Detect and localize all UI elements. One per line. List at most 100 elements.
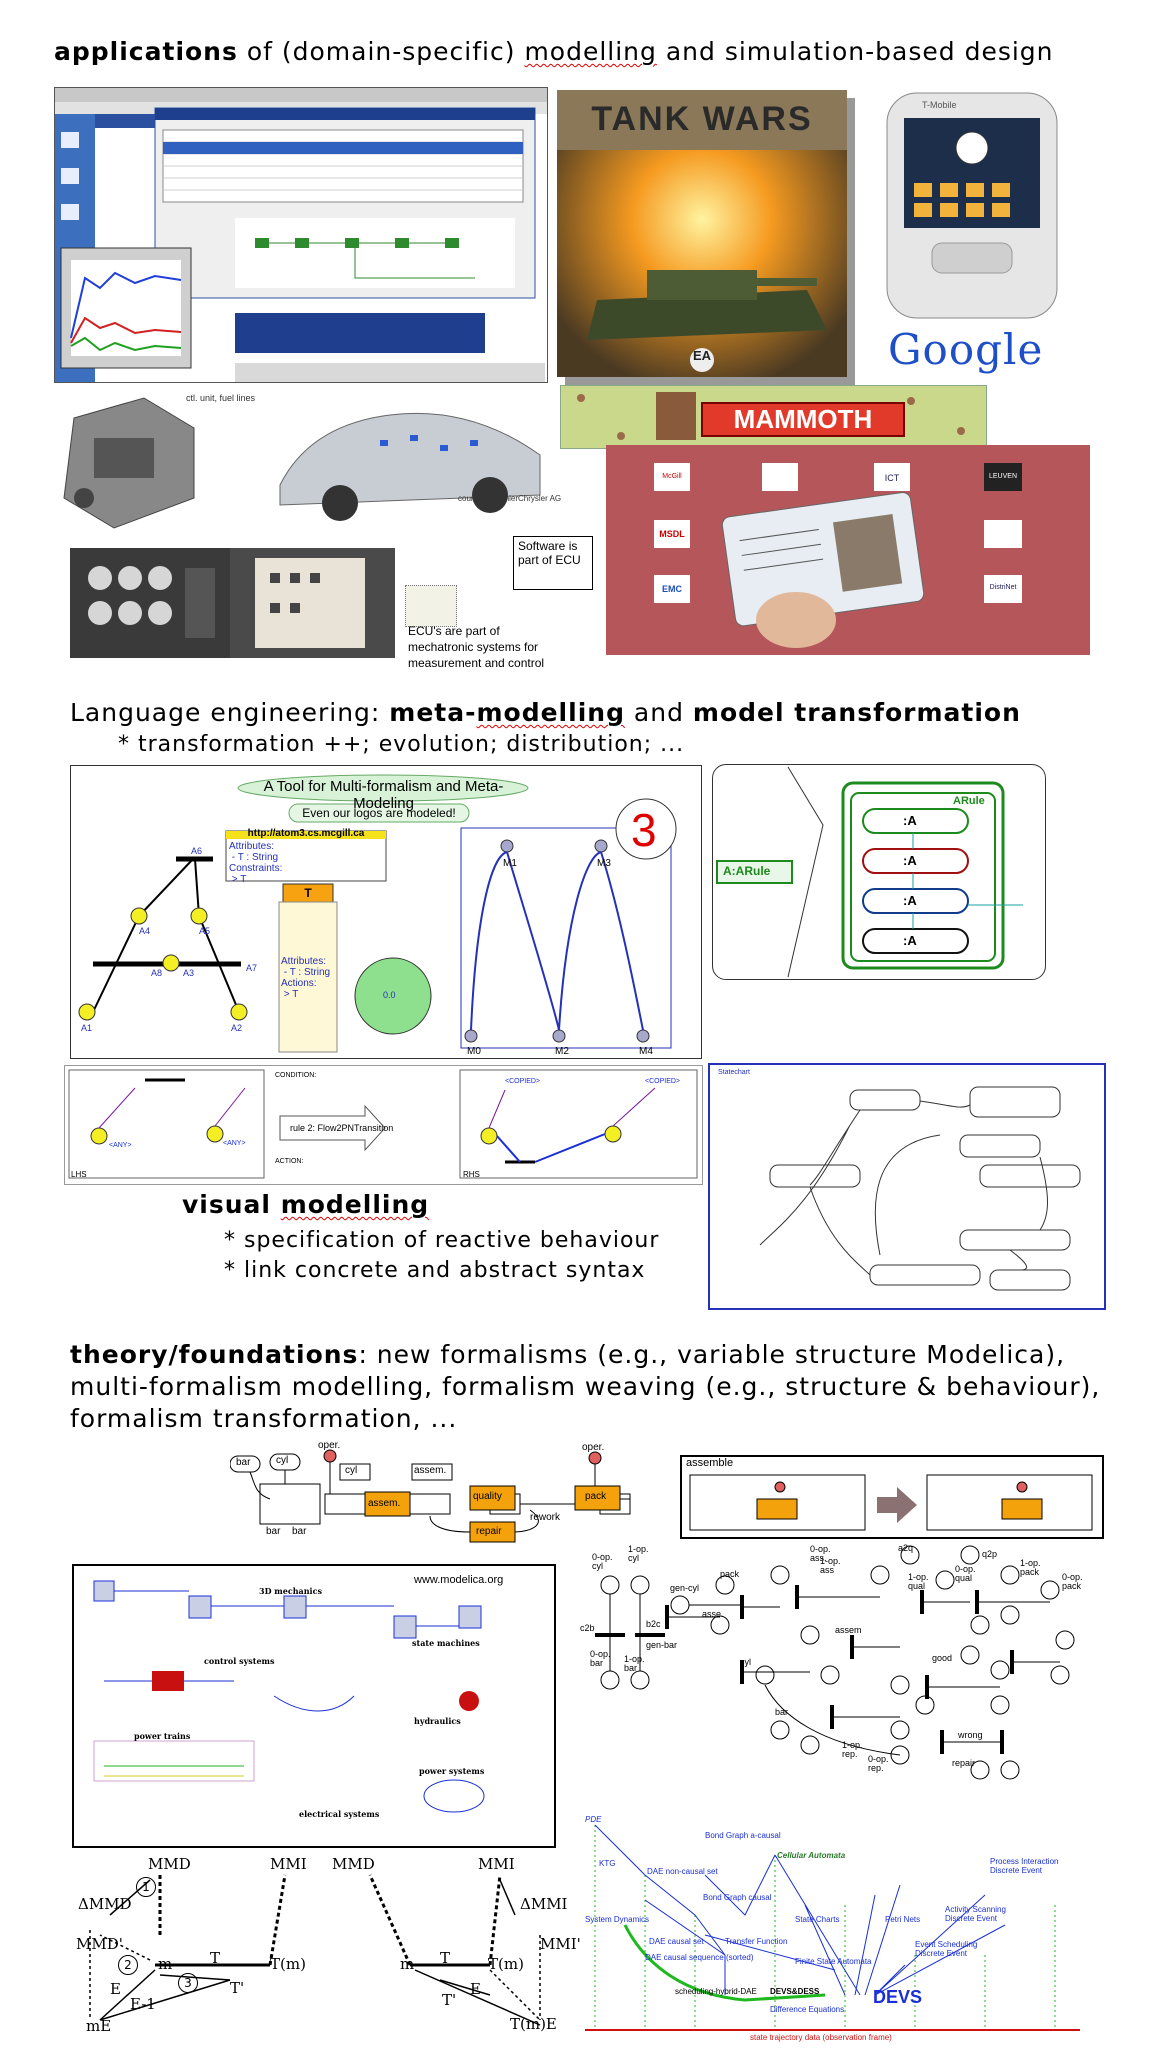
software-note: Software is part of ECU <box>513 536 593 590</box>
modelica-panel: www.modelica.org 3D mechanics control sy… <box>72 1564 556 1848</box>
svg-text:A6: A6 <box>191 846 202 856</box>
petri-label-assem: assem <box>835 1625 862 1635</box>
assembly-oper-1: oper. <box>318 1440 341 1451</box>
mm-right-m: m <box>400 1955 415 1973</box>
petri-net-drawing <box>595 1545 1075 1780</box>
svg-text:A3: A3 <box>183 968 194 978</box>
petri-label-c2b: c2b <box>580 1623 595 1633</box>
mm-right-t-prime: T' <box>442 1991 457 2009</box>
petri-label-good: good <box>932 1653 953 1663</box>
assembly-bar-top: bar <box>236 1457 251 1468</box>
atom3-class-attrs: Attributes: - T : String Constraints: > … <box>229 841 283 885</box>
petri-label-0op-ass: 0-op. ass. <box>810 1544 831 1563</box>
atom3-petri-m3: M3 <box>597 858 611 869</box>
mm-circled-2: 2 <box>118 1955 138 1975</box>
fm-dae-noncausal: DAE non-causal set <box>647 1867 718 1876</box>
grammar-rule: rule 2: Flow2PNTransition <box>290 1123 394 1133</box>
mm-left-me: mE <box>86 2017 112 2035</box>
atom3-petri-m4: M4 <box>639 1046 653 1057</box>
fm-scheduling-hybrid: scheduling-hybrid-DAE <box>675 1987 757 1996</box>
grammar-copied-2: <COPIED> <box>645 1078 681 1085</box>
petri-label-0op-bar: 0-op. bar <box>590 1649 611 1668</box>
mm-left-delta-mmd: ΔMMD <box>78 1895 132 1913</box>
assembly-assem-box: assem. <box>414 1465 447 1476</box>
grammar-any-1: <ANY> <box>109 1142 132 1149</box>
mm-left-mmi: MMI <box>270 1855 307 1873</box>
atom3-banner: A Tool for Multi-formalism and Meta-Mode… <box>263 778 504 812</box>
petri-label-gen-cyl: gen-cyl <box>670 1583 700 1593</box>
assembly-bar-bottom-1: bar <box>266 1526 281 1537</box>
abs-unit-image <box>54 388 204 538</box>
petri-label-b2c: b2c <box>646 1619 661 1629</box>
mm-drawing <box>89 1874 541 2026</box>
mammoth-title: MAMMOTH <box>701 402 905 437</box>
petri-label-wrong: wrong <box>958 1730 983 1740</box>
assembly-assem-op: assem. <box>368 1498 401 1509</box>
mm-circled-3: 3 <box>178 1973 198 1993</box>
logo-ict: ICT <box>884 473 900 483</box>
mm-diagram: ΔMMD MMD MMD' m mE T T(m) T' E-1 E MMI M… <box>70 1855 590 2040</box>
grammar-panel: LHS RHS rule 2: Flow2PNTransition CONDIT… <box>64 1065 703 1185</box>
assembly-quality: quality <box>473 1491 502 1502</box>
arule-label: A:ARule <box>723 864 771 878</box>
mm-right-mmi-prime: MMI' <box>540 1935 581 1953</box>
fm-difference-equations: Difference Equations <box>770 2005 845 2014</box>
atom3-petri-m1: M1 <box>503 858 517 869</box>
mm-left-m: m <box>158 1955 173 1973</box>
assembly-diagram: bar cyl oper. cyl assem. assem. quality … <box>229 1440 670 1544</box>
petri-label-q2p: q2p <box>982 1549 998 1559</box>
formalism-map-drawing <box>585 1824 1080 2031</box>
logo-leuven: LEUVEN <box>988 473 1017 480</box>
assembly-cyl-box: cyl <box>345 1465 358 1476</box>
assembly-drawing <box>229 1449 631 1543</box>
petri-label-asse-1: asse. <box>702 1609 724 1619</box>
arule-rule-name: ARule <box>953 795 985 807</box>
mm-left-mmd-prime: MMD' <box>76 1935 123 1953</box>
atom3-circle-value: 0.0 <box>383 990 396 1000</box>
svg-text:A8: A8 <box>151 968 162 978</box>
phone-image: T-Mobile <box>882 88 1062 323</box>
modelica-label-power-trains: power trains <box>134 1731 191 1741</box>
assembly-oper-2: oper. <box>582 1442 605 1453</box>
visual-modelling-title: visual modelling <box>182 1190 430 1219</box>
assembly-bar-bottom-2: bar <box>292 1526 307 1537</box>
modelica-label-state-machines: state machines <box>412 1638 480 1648</box>
fm-dae-causal-sequence: DAE causal sequence (sorted) <box>645 1953 754 1962</box>
grammar-copied-1: <COPIED> <box>505 1078 541 1085</box>
ecu-board-photo <box>230 548 395 658</box>
mm-left-tm: T(m) <box>270 1955 306 1973</box>
fm-state-charts: State Charts <box>795 1915 840 1924</box>
atom3-big-number: 3 <box>631 804 657 856</box>
arule-drawing <box>716 766 1023 978</box>
mm-right-mmi: MMI <box>478 1855 515 1873</box>
mm-right-tm: T(m) <box>488 1955 524 1973</box>
petri-label-a2q: a2q <box>898 1543 914 1553</box>
ea-logo: EA <box>692 348 712 363</box>
modelica-drawing <box>93 1580 485 1813</box>
petri-label-repair: repair <box>952 1758 976 1768</box>
fm-activity-scanning: Activity Scanning Discrete Event <box>945 1905 1006 1923</box>
svg-text:A4: A4 <box>139 926 150 936</box>
fm-petri-nets: Petri Nets <box>885 1915 921 1924</box>
fm-footer: state trajectory data (observation frame… <box>750 2033 892 2042</box>
svg-text:A1: A1 <box>81 1023 92 1033</box>
abs-block-photo <box>70 548 230 658</box>
modelica-url: www.modelica.org <box>414 1574 504 1586</box>
modelica-label-power-systems: power systems <box>419 1766 485 1776</box>
petri-net-diagram: 0-op. cyl 1-op. cyl gen-cyl pack asse. 0… <box>580 1543 1105 1795</box>
grammar-lhs: LHS <box>71 1170 87 1179</box>
ecu-caption: ECU's are part of mechatronic systems fo… <box>408 624 545 670</box>
fm-fsa: Finite State Automata <box>795 1957 872 1966</box>
tank-wars-title: TANK WARS <box>591 100 813 138</box>
arule-item-2: :A <box>903 853 917 868</box>
theory-line-2: multi-formalism modelling, formalism wea… <box>70 1372 1101 1401</box>
applications-heading: applications of (domain-specific) modell… <box>54 37 1054 66</box>
petri-label-1op-pack: 1-op. pack <box>1020 1558 1041 1577</box>
petri-label-0op-qual: 0-op. qual <box>955 1564 976 1583</box>
mm-circled-1: 1 <box>136 1877 156 1897</box>
mm-left-e: E <box>110 1980 121 1998</box>
atom3-class-name: T <box>304 886 312 900</box>
heading-applications-bold: applications <box>54 37 238 66</box>
